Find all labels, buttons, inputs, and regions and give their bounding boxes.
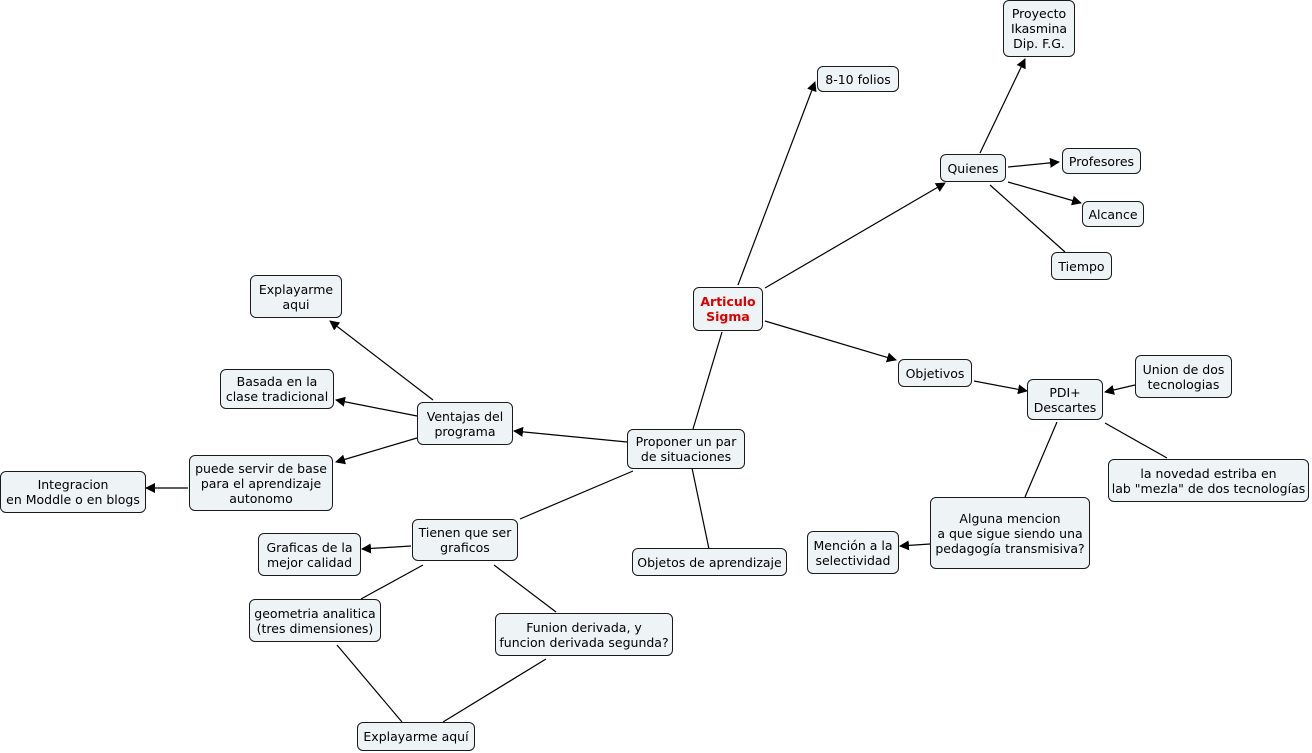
link-quienes-alcance [1007,181,1082,206]
node-graficas-calidad-label: Graficas de la mejor calidad [266,539,353,570]
link-ventajas-puede [335,437,418,465]
node-quienes-label: Quienes [947,160,999,176]
node-geometria-analitica-label: geometria analitica (tres dimensiones) [254,605,376,636]
node-8-10-folios-label: 8-10 folios [825,71,891,87]
node-8-10-folios[interactable]: 8-10 folios [817,66,899,92]
link-geometria-explayarme [336,644,403,723]
node-pdi-descartes-label: PDI+ Descartes [1033,384,1097,415]
link-articulo-quienes [764,182,946,289]
link-ventajas-explayarme [329,320,434,401]
node-tiempo-label: Tiempo [1058,258,1105,274]
node-la-novedad[interactable]: la novedad estriba en lab "mezla" de dos… [1108,459,1309,502]
link-funion-explayarme [442,658,547,723]
node-mencion-selectividad-label: Mención a la selectividad [813,537,893,568]
node-integracion[interactable]: Integracion en Moddle o en blogs [0,471,146,513]
node-la-novedad-label: la novedad estriba en lab "mezla" de dos… [1111,465,1306,496]
link-ventajas-basada [335,396,418,417]
link-articulo-proponer [692,331,723,430]
link-tienen-graficas [361,543,412,554]
node-profesores[interactable]: Profesores [1062,148,1141,174]
node-objetivos[interactable]: Objetivos [898,359,972,387]
node-alcance[interactable]: Alcance [1082,201,1144,227]
node-tienen-graficos-label: Tienen que ser graficos [418,525,512,555]
link-pdi-novedad [1104,422,1168,459]
link-union-pdi [1104,384,1136,395]
node-proyecto[interactable]: Proyecto Ikasmina Dip. F.G. [1003,0,1075,57]
node-union-tecnologias-label: Union de dos tecnologias [1142,361,1225,392]
node-explayarme-aqui-2-label: Explayarme aquí [363,729,469,744]
link-proponer-objetos [691,467,710,550]
node-explayarme-aqui-1-label: Explayarme aqui [258,281,334,312]
node-union-tecnologias[interactable]: Union de dos tecnologias [1135,355,1232,398]
node-funion-derivada-label: Funion derivada, y funcion derivada segu… [499,619,669,650]
link-proponer-tienen [519,470,634,520]
node-quienes[interactable]: Quienes [940,154,1006,182]
link-tienen-funion [493,564,557,613]
node-profesores-label: Profesores [1068,153,1135,169]
link-tienen-geometria [360,564,424,600]
link-proponer-ventajas [513,426,628,443]
node-objetos-aprendizaje[interactable]: Objetos de aprendizaje [632,548,787,576]
node-alcance-label: Alcance [1088,206,1138,222]
node-ventajas-programa[interactable]: Ventajas del programa [417,402,513,445]
node-tienen-graficos[interactable]: Tienen que ser graficos [412,519,518,561]
link-quienes-tiempo [989,184,1066,253]
node-alguna-mencion[interactable]: Alguna mencion a que sigue siendo una pe… [930,497,1090,569]
node-mencion-selectividad[interactable]: Mención a la selectividad [807,531,899,574]
node-proponer-situaciones[interactable]: Proponer un par de situaciones [627,429,745,469]
node-basada-clase-label: Basada en la clase tradicional [225,374,329,404]
node-funion-derivada[interactable]: Funion derivada, y funcion derivada segu… [495,613,673,656]
node-articulo-sigma-label: Articulo Sigma [700,294,756,324]
node-graficas-calidad[interactable]: Graficas de la mejor calidad [258,533,361,576]
node-explayarme-aqui-2[interactable]: Explayarme aquí [357,722,475,751]
node-explayarme-aqui-1[interactable]: Explayarme aqui [250,275,342,318]
node-geometria-analitica[interactable]: geometria analitica (tres dimensiones) [249,599,381,642]
node-tiempo[interactable]: Tiempo [1051,252,1112,280]
node-objetos-aprendizaje-label: Objetos de aprendizaje [637,554,782,570]
node-alguna-mencion-label: Alguna mencion a que sigue siendo una pe… [935,510,1085,556]
node-pdi-descartes[interactable]: PDI+ Descartes [1027,379,1103,420]
link-pdi-alguna [1024,421,1058,498]
link-alguna-mencion [899,540,931,551]
node-puede-servir[interactable]: puede servir de base para el aprendizaje… [189,455,333,511]
node-objetivos-label: Objetivos [905,365,965,381]
link-articulo-folios [737,81,817,286]
link-quienes-profesores [1007,157,1060,168]
link-objetivos-pdi [973,380,1028,395]
node-ventajas-programa-label: Ventajas del programa [426,408,504,439]
node-puede-servir-label: puede servir de base para el aprendizaje… [195,460,327,506]
node-proponer-situaciones-label: Proponer un par de situaciones [635,434,737,464]
node-basada-clase[interactable]: Basada en la clase tradicional [220,369,334,409]
node-articulo-sigma[interactable]: Articulo Sigma [693,287,763,331]
node-integracion-label: Integracion en Moddle o en blogs [6,477,140,507]
link-articulo-objetivos [764,320,897,363]
link-quienes-proyecto [979,58,1026,154]
node-proyecto-label: Proyecto Ikasmina Dip. F.G. [1010,6,1068,51]
